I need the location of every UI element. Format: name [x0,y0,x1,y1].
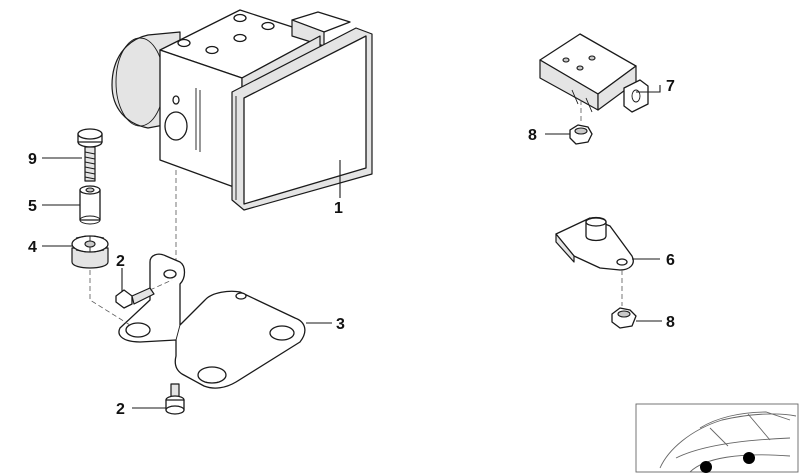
leader-lines [42,85,662,409]
callout-5: 5 [28,198,37,215]
nut-upper[interactable] [569,100,593,145]
callout-labels: 9 5 4 2 2 1 3 7 8 6 8 [28,78,675,418]
mount-alignment-line [89,270,131,326]
nut-lower[interactable] [611,307,637,329]
callout-7: 7 [666,78,675,95]
bushing[interactable] [79,185,101,225]
callout-8-upper: 8 [528,127,537,144]
callout-2-lower: 2 [116,401,125,418]
callout-1: 1 [334,200,343,217]
rubber-mount[interactable] [71,235,109,269]
callout-6: 6 [666,252,675,269]
bracket[interactable] [118,253,306,389]
screw-lower[interactable] [165,383,185,415]
car-location-icon [635,403,799,473]
sensor-with-tab[interactable] [555,216,634,307]
callout-2-upper: 2 [116,253,125,270]
callout-3: 3 [336,316,345,333]
callout-8-lower: 8 [666,314,675,331]
bolt[interactable] [77,128,103,182]
callout-4: 4 [28,239,37,256]
screw-upper[interactable] [115,279,173,309]
callout-9: 9 [28,151,37,168]
hydraulic-unit[interactable] [111,9,373,211]
yaw-sensor[interactable] [539,33,649,113]
